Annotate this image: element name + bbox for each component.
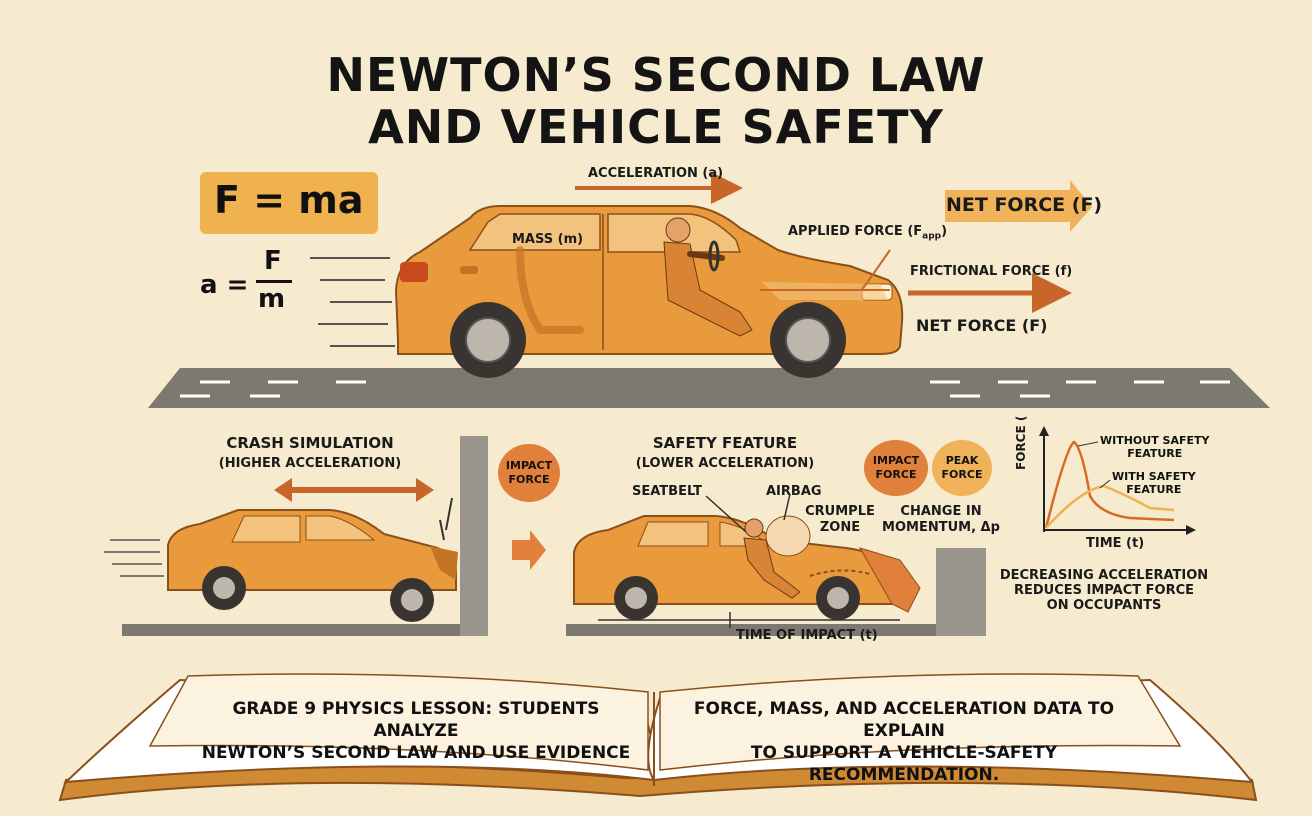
formula-main: F = ma — [214, 178, 364, 222]
transition-arrow — [512, 530, 546, 570]
label-seatbelt: SEATBELT — [632, 484, 702, 499]
crash-impact-badge: IMPACT FORCE — [498, 444, 560, 502]
formula-accel-denominator: m — [258, 284, 286, 314]
legend-with-safety: WITH SAFETY FEATURE — [1112, 470, 1196, 496]
crash-title: CRASH SIMULATION — [226, 434, 394, 452]
safety-impact-badge: IMPACT FORCE — [864, 440, 928, 496]
formula-accel-lhs: a = — [200, 270, 249, 300]
graph-ylabel: FORCE ( — [1014, 415, 1028, 470]
book-left-text: GRADE 9 PHYSICS LESSON: STUDENTS ANALYZE… — [201, 699, 631, 763]
graph-xlabel: TIME (t) — [1086, 536, 1145, 551]
label-frictional-force: FRICTIONAL FORCE (f) — [910, 264, 1073, 279]
open-book — [58, 673, 1258, 802]
label-applied-force-sub: app — [922, 231, 942, 242]
force-time-graph — [1039, 426, 1196, 535]
formula-highlight — [200, 172, 378, 234]
safety-title: SAFETY FEATURE — [652, 434, 798, 452]
label-crumple-zone: CRUMPLE ZONE — [805, 504, 875, 535]
force-arrows — [575, 172, 1092, 313]
label-time-of-impact: TIME OF IMPACT (t) — [736, 628, 878, 643]
book-right-text: FORCE, MASS, AND ACCELERATION DATA TO EX… — [693, 699, 1115, 785]
safety-subtitle: (LOWER ACCELERATION) — [635, 456, 815, 471]
title-line-2: AND VEHICLE SAFETY — [368, 100, 944, 154]
label-airbag: AIRBAG — [766, 484, 822, 499]
top-car — [394, 205, 904, 378]
label-acceleration: ACCELERATION (a) — [588, 166, 724, 181]
title-line-1: NEWTON’S SECOND LAW — [326, 48, 986, 102]
top-road — [148, 368, 1270, 408]
crash-ground — [122, 436, 986, 636]
label-net-force-bottom: NET FORCE (F) — [916, 316, 1048, 335]
label-applied-force: APPLIED FORCE (Fapp) — [788, 224, 948, 242]
label-net-force-top: NET FORCE (F) — [946, 194, 1103, 216]
motion-lines — [310, 257, 395, 347]
crash-double-arrow — [274, 478, 434, 502]
peak-force-badge: PEAK FORCE — [932, 440, 992, 496]
graph-caption: DECREASING ACCELERATION REDUCES IMPACT F… — [999, 568, 1209, 613]
legend-without-safety: WITHOUT SAFETY FEATURE — [1100, 434, 1210, 460]
time-axis — [598, 612, 900, 628]
label-mass: MASS (m) — [512, 232, 584, 247]
fraction-bar — [256, 280, 292, 283]
crash-subtitle: (HIGHER ACCELERATION) — [218, 456, 402, 471]
crash-car — [104, 497, 458, 622]
formula-accel-numerator: F — [264, 246, 282, 276]
safety-car — [573, 493, 921, 620]
label-momentum: CHANGE IN MOMENTUM, Δp — [882, 504, 1000, 535]
